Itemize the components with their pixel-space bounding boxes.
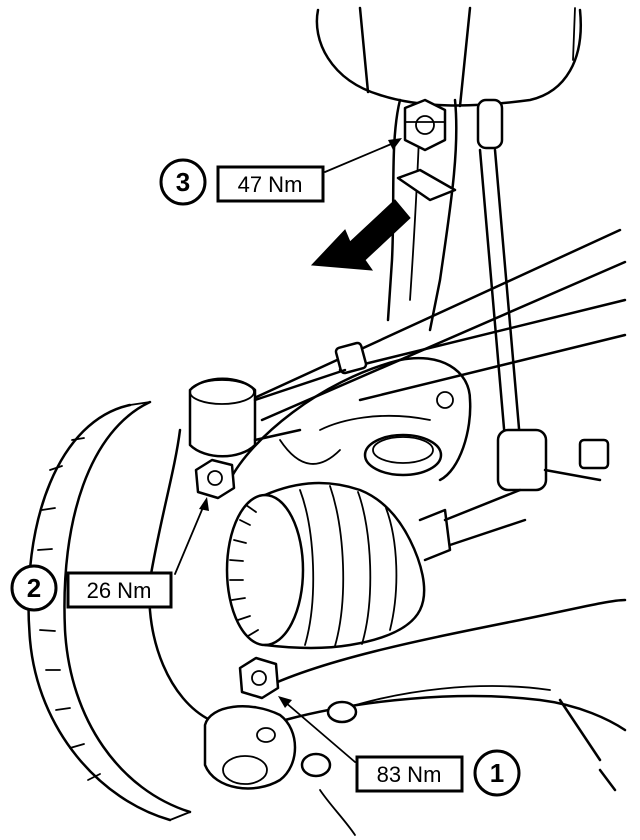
torque-value: 47 Nm — [238, 172, 303, 197]
brake-disc — [27, 400, 192, 822]
callout-3: 3 47 Nm — [159, 158, 325, 206]
direction-arrow — [310, 199, 411, 271]
stabilizer-link — [476, 98, 610, 492]
abs-ring-teeth — [229, 504, 259, 637]
callout-number-circle — [10, 564, 58, 612]
callout-number: 2 — [27, 573, 41, 603]
tie-rod — [248, 228, 627, 422]
torque-value: 26 Nm — [87, 578, 152, 603]
callout-number-circle — [159, 158, 207, 206]
leader-lines — [174, 138, 402, 763]
torque-label-box: 83 Nm — [355, 755, 464, 793]
strut-nut — [396, 98, 457, 202]
strut-assembly — [315, 6, 582, 332]
callout-1: 83 Nm 1 — [355, 749, 521, 797]
callout-2: 2 26 Nm — [10, 564, 173, 612]
callout-number: 1 — [490, 758, 504, 788]
torque-value: 83 Nm — [377, 762, 442, 787]
lower-ball-joint — [203, 656, 356, 836]
upper-bushing — [188, 368, 347, 500]
callout-number: 3 — [176, 167, 190, 197]
cv-boot — [225, 481, 527, 650]
torque-label-box: 26 Nm — [66, 571, 173, 609]
torque-label-box: 47 Nm — [216, 165, 325, 203]
lower-control-arm — [258, 598, 627, 792]
callout-number-circle — [473, 749, 521, 797]
